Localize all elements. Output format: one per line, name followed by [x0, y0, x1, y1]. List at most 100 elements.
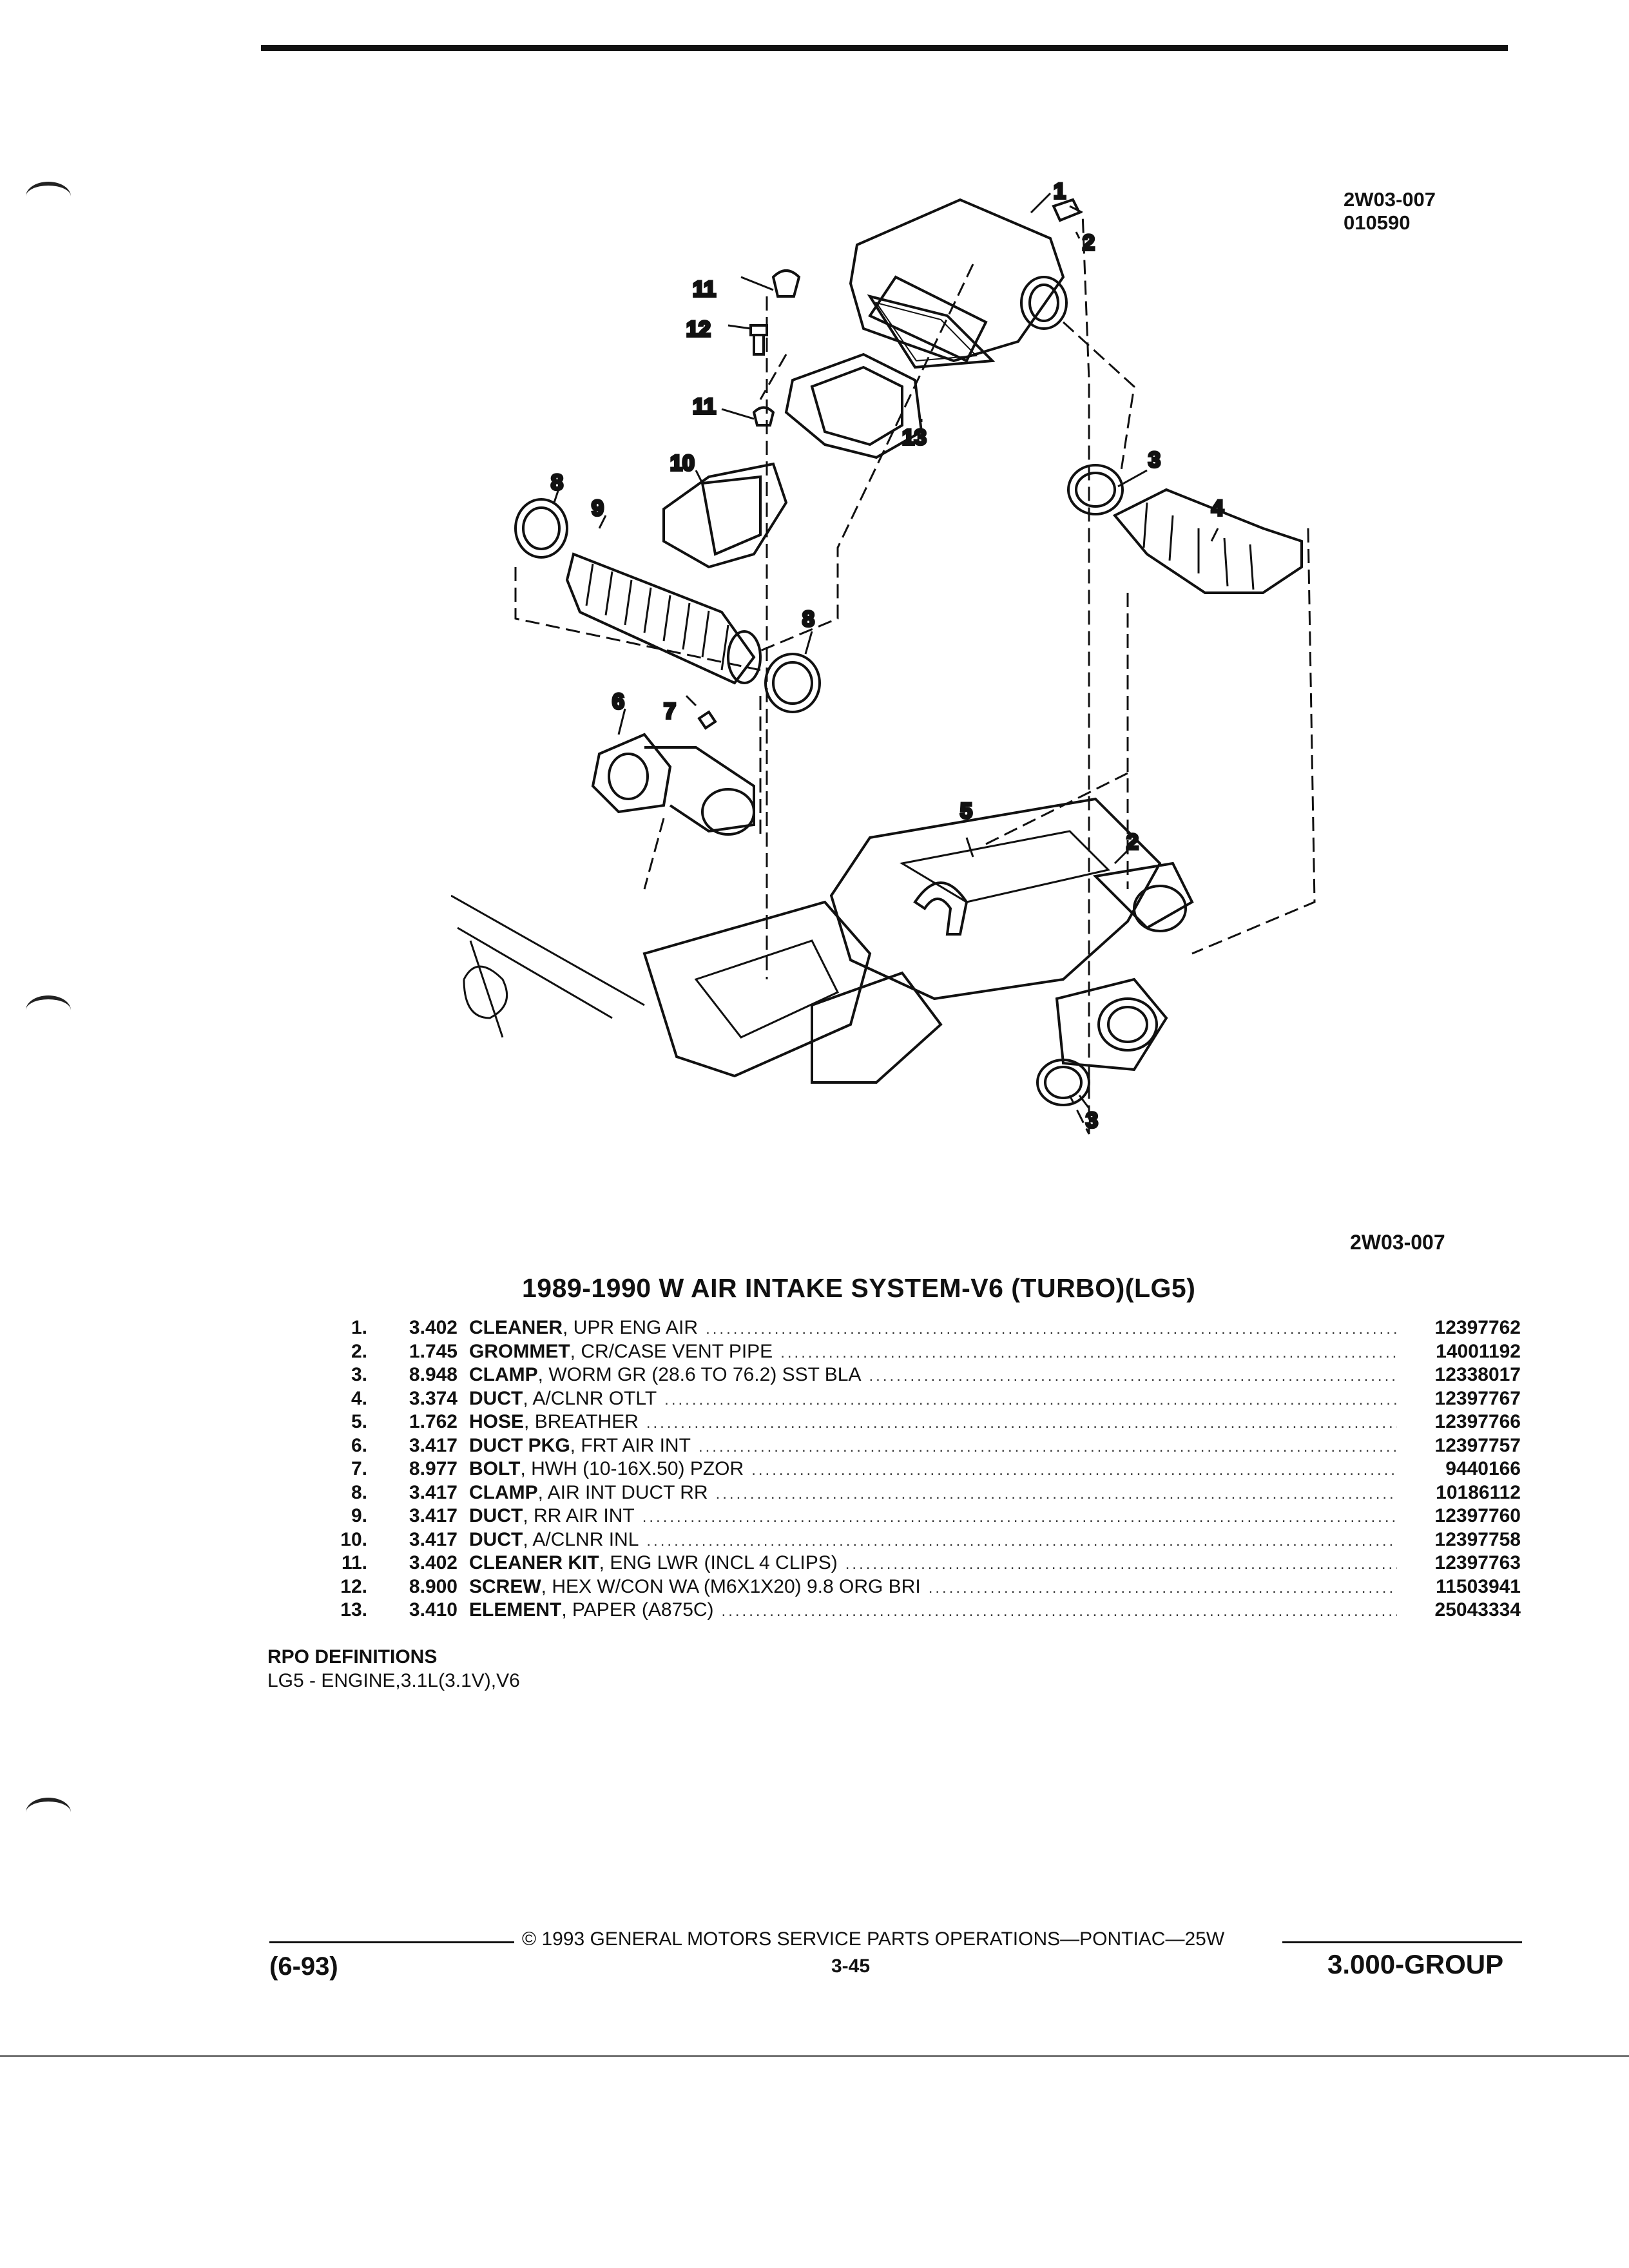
- upper-air-cleaner: [849, 198, 1068, 363]
- dot-leader: ........................................…: [928, 1579, 1397, 1597]
- callout-12: 12: [686, 317, 711, 341]
- callout-1: 1: [1054, 179, 1066, 204]
- part-description: , CR/CASE VENT PIPE: [570, 1340, 773, 1362]
- part-number: 25043334: [1434, 1599, 1521, 1620]
- part-item-number: 7.: [351, 1458, 367, 1479]
- part-number: 12397762: [1434, 1317, 1521, 1338]
- callout-11: 11: [693, 394, 716, 419]
- dot-leader: ........................................…: [646, 1414, 1397, 1432]
- inlet-duct: [662, 462, 788, 569]
- grommet: [1052, 198, 1081, 222]
- part-number: 12397766: [1434, 1411, 1521, 1432]
- part-group-code: 3.417: [409, 1528, 458, 1550]
- part-number: 12397758: [1434, 1528, 1521, 1550]
- part-description: , UPR ENG AIR: [563, 1317, 699, 1338]
- revision-date: (6-93): [269, 1952, 338, 1981]
- leader-lines: [553, 192, 1219, 1109]
- part-group-code: 1.745: [409, 1340, 458, 1362]
- part-name: DUCT: [469, 1387, 523, 1409]
- exploded-view-diagram: 1 2 2 3 3 4 5 6 7 8 8 9 10 11 11 12 13: [451, 178, 1316, 1135]
- dot-leader: ........................................…: [845, 1555, 1397, 1573]
- part-name: CLEANER: [469, 1317, 563, 1338]
- part-name: GROMMET: [469, 1340, 570, 1362]
- part-item-number: 9.: [351, 1505, 367, 1526]
- dot-leader: ........................................…: [664, 1390, 1397, 1408]
- part-name: SCREW: [469, 1575, 541, 1597]
- parts-row: 7. 8.977 BOLT, HWH (10-16X.50) PZOR.......…: [322, 1457, 1521, 1481]
- callout-11: 11: [693, 277, 716, 302]
- page-title: 1989-1990 W AIR INTAKE SYSTEM-V6 (TURBO)…: [522, 1273, 1196, 1303]
- part-name: CLAMP: [469, 1364, 538, 1385]
- part-description: , FRT AIR INT: [570, 1434, 691, 1456]
- binder-hole-mark: [26, 995, 71, 1025]
- screw: [749, 324, 768, 356]
- outlet-duct: [1112, 488, 1303, 594]
- footer-rule: [269, 1941, 514, 1943]
- dot-leader: ........................................…: [721, 1602, 1397, 1620]
- part-name: DUCT: [469, 1505, 523, 1526]
- part-description: , HWH (10-16X.50) PZOR: [520, 1458, 744, 1479]
- parts-row: 2. 1.745 GROMMET, CR/CASE VENT PIPE.......…: [322, 1340, 1521, 1364]
- bolt: [697, 710, 717, 730]
- callout-4: 4: [1211, 496, 1224, 521]
- part-item-number: 3.: [351, 1364, 367, 1385]
- top-rule: [261, 45, 1508, 51]
- dot-leader: ........................................…: [706, 1320, 1397, 1338]
- part-number: 12397763: [1434, 1552, 1521, 1573]
- rear-duct: [565, 552, 762, 685]
- clip: [752, 406, 775, 427]
- front-duct: [591, 733, 755, 836]
- part-description: , PAPER (A875C): [561, 1599, 714, 1620]
- part-item-number: 10.: [340, 1528, 367, 1550]
- part-item-number: 6.: [351, 1434, 367, 1456]
- dot-leader: ........................................…: [715, 1485, 1397, 1503]
- dot-leader: ........................................…: [780, 1343, 1397, 1361]
- part-description: , ENG LWR (INCL 4 CLIPS): [599, 1552, 838, 1573]
- part-group-code: 3.402: [409, 1552, 458, 1573]
- part-group-code: 8.900: [409, 1575, 458, 1597]
- part-group-code: 3.402: [409, 1317, 458, 1338]
- part-number: 10186112: [1436, 1481, 1521, 1503]
- rpo-heading: RPO DEFINITIONS: [267, 1646, 438, 1667]
- part-description: , WORM GR (28.6 TO 76.2) SST BLA: [537, 1364, 862, 1385]
- part-description: , A/CLNR OTLT: [523, 1387, 657, 1409]
- part-group-code: 8.977: [409, 1458, 458, 1479]
- part-name: DUCT PKG: [469, 1434, 570, 1456]
- parts-row: 1. 3.402 CLEANER, UPR ENG AIR.............…: [322, 1316, 1521, 1340]
- callout-13: 13: [902, 425, 927, 450]
- rpo-definition: LG5 - ENGINE,3.1L(3.1V),V6: [267, 1670, 520, 1691]
- part-group-code: 3.417: [409, 1481, 458, 1503]
- part-name: DUCT: [469, 1528, 523, 1550]
- intake-manifold: [642, 900, 943, 1084]
- dot-leader: ........................................…: [751, 1461, 1397, 1479]
- callout-7: 7: [664, 699, 676, 724]
- binder-hole-mark: [26, 182, 71, 211]
- part-group-code: 3.417: [409, 1505, 458, 1526]
- part-group-code: 3.417: [409, 1434, 458, 1456]
- callout-5: 5: [960, 799, 972, 823]
- part-item-number: 2.: [351, 1340, 367, 1362]
- callout-8: 8: [551, 470, 563, 495]
- figure-date-code: 010590: [1344, 211, 1411, 234]
- group-number: 3.000-GROUP: [1327, 1949, 1504, 1979]
- part-name: BOLT: [469, 1458, 521, 1479]
- clamp: [1036, 1059, 1090, 1106]
- part-name: CLAMP: [469, 1481, 538, 1503]
- part-number: 12397760: [1434, 1505, 1521, 1526]
- routing-lines: [514, 205, 1316, 1135]
- part-number: 9440166: [1445, 1458, 1521, 1479]
- part-item-number: 1.: [351, 1317, 367, 1338]
- dot-leader: ........................................…: [642, 1508, 1397, 1526]
- part-name: HOSE: [469, 1411, 525, 1432]
- callout-3: 3: [1086, 1108, 1098, 1133]
- callout-10: 10: [670, 451, 695, 476]
- part-group-code: 1.762: [409, 1411, 458, 1432]
- part-description: , HEX W/CON WA (M6X1X20) 9.8 ORG BRI: [541, 1575, 921, 1597]
- part-item-number: 13.: [340, 1599, 367, 1620]
